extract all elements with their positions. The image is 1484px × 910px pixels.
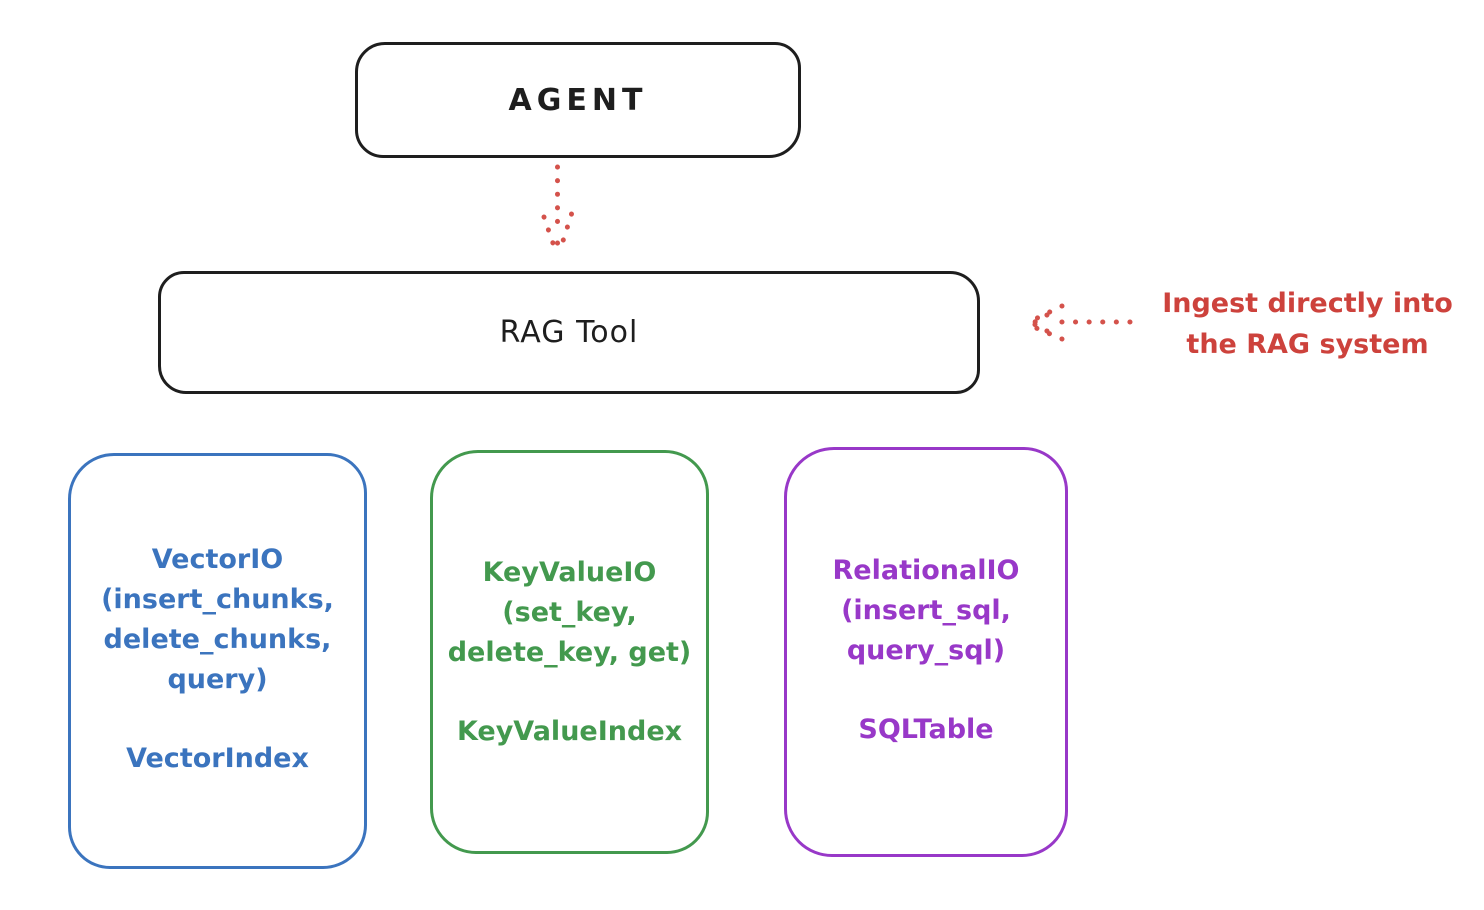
store-line: (insert_chunks, <box>101 584 334 615</box>
store-index-label: KeyValueIndex <box>456 716 683 747</box>
store-index-label: VectorIndex <box>126 743 309 774</box>
store-box-vector-io: VectorIO (insert_chunks, delete_chunks, … <box>68 453 367 869</box>
store-line: delete_key, get) <box>447 637 692 668</box>
store-line: query_sql) <box>846 635 1006 666</box>
ingest-annotation-line2: the RAG system <box>1186 329 1429 360</box>
store-line: KeyValueIO <box>482 557 657 588</box>
agent-label: AGENT <box>508 82 648 118</box>
store-line: VectorIO <box>151 544 284 575</box>
ingest-annotation-line1: Ingest directly into <box>1162 288 1453 319</box>
store-line: RelationalIO <box>832 555 1020 586</box>
rag-tool-label: RAG Tool <box>499 315 639 350</box>
store-box-keyvalue-io: KeyValueIO (set_key, delete_key, get) Ke… <box>430 450 709 854</box>
agent-box: AGENT <box>355 42 801 158</box>
ingest-to-rag-arrow <box>1026 303 1133 342</box>
store-line: query) <box>167 664 268 695</box>
store-line: (insert_sql, <box>841 595 1011 626</box>
rag-tool-box: RAG Tool <box>158 271 980 394</box>
store-box-relational-io: RelationalIO (insert_sql, query_sql) SQL… <box>784 447 1068 857</box>
agent-to-rag-arrow <box>541 164 574 259</box>
store-index-label: SQLTable <box>858 714 994 745</box>
ingest-annotation: Ingest directly into the RAG system <box>1135 283 1480 365</box>
store-line: (set_key, <box>502 597 637 628</box>
store-line: delete_chunks, <box>103 624 332 655</box>
